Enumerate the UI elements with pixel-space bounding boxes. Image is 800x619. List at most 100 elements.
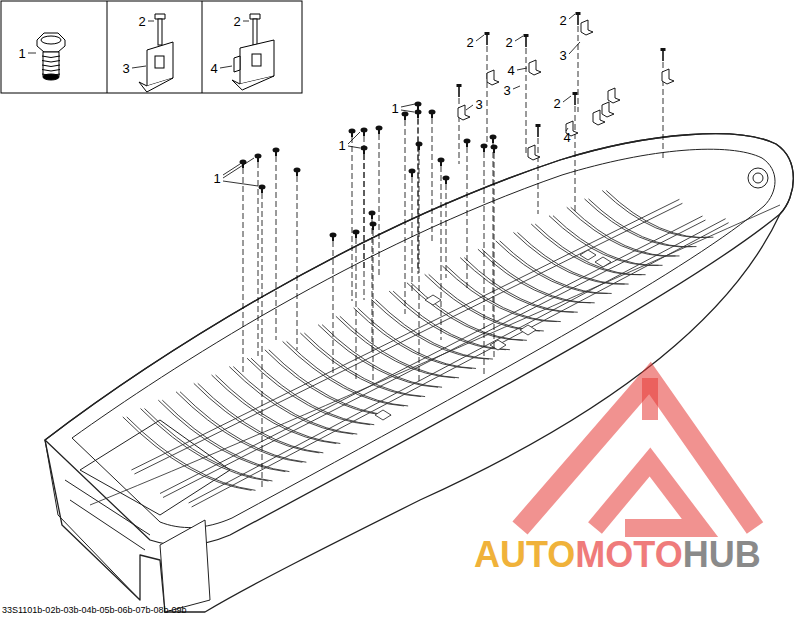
bolt-head	[576, 12, 581, 15]
screw-head	[361, 146, 368, 151]
dashed-leader	[405, 120, 406, 314]
screw-shank	[431, 114, 433, 118]
stern-deck	[80, 420, 230, 515]
mount-pad	[520, 325, 536, 335]
dashed-leader	[446, 184, 447, 278]
drawing-code: 33S1101b-02b-03b-04b-05b-06b-07b-08b-09b	[2, 606, 186, 615]
rib	[212, 375, 337, 443]
stringer	[160, 216, 703, 494]
callout-number: 1	[338, 139, 345, 152]
screw-head	[429, 110, 436, 115]
watermark-text: HUB	[683, 537, 761, 573]
screw-shank	[492, 139, 494, 143]
rib	[389, 291, 506, 350]
dashed-leader	[364, 154, 365, 268]
dashed-leader	[412, 177, 413, 291]
bracket-tab	[234, 56, 240, 72]
leader-line	[148, 21, 154, 22]
hull-rim	[45, 134, 793, 546]
bolt-shank	[537, 127, 539, 137]
callout-number: 2	[559, 14, 566, 27]
bracket	[139, 42, 173, 92]
screw-head	[443, 176, 450, 181]
leader-line	[401, 104, 415, 107]
screw-shank	[418, 146, 420, 150]
dashed-leader	[484, 152, 485, 376]
mounting-clip	[458, 105, 470, 120]
leader-line	[223, 181, 258, 186]
logo-inner	[642, 378, 658, 420]
screw-head	[481, 144, 488, 149]
rib	[358, 308, 476, 369]
dashed-leader	[467, 147, 468, 291]
screw-shank	[261, 189, 263, 193]
screw-shank	[378, 130, 380, 134]
dashed-leader	[575, 106, 576, 212]
plug-thread	[42, 61, 60, 63]
screw-head	[273, 148, 280, 153]
plug-head	[37, 33, 65, 52]
mounting-clip	[608, 88, 620, 103]
dashed-leader	[333, 241, 334, 375]
mounting-clip	[529, 60, 541, 75]
screw-shank	[296, 172, 298, 176]
plug-top	[41, 36, 61, 44]
screw-head	[415, 102, 422, 107]
bolt-shank	[458, 87, 460, 97]
leader-line	[515, 36, 523, 41]
dashed-leader	[526, 48, 527, 154]
bolt-head	[661, 48, 666, 51]
dashed-leader	[379, 134, 380, 278]
bow-eye	[748, 168, 768, 188]
rib	[127, 417, 256, 490]
mounting-clip	[487, 70, 499, 85]
bow-eye-inner	[753, 173, 763, 183]
screw-head	[259, 185, 266, 190]
screw-shank	[372, 226, 374, 230]
bolt-shank	[525, 37, 527, 47]
stern-step	[65, 480, 150, 550]
bolt-shank	[158, 19, 162, 45]
dashed-leader	[441, 166, 442, 340]
bolt-shank	[574, 95, 576, 105]
dashed-leader	[538, 138, 539, 214]
rib	[158, 400, 285, 471]
rib	[375, 300, 493, 360]
screw-head	[369, 211, 376, 216]
bolt-head	[457, 84, 462, 87]
dashed-leader	[418, 110, 419, 274]
dashed-leader	[487, 46, 488, 142]
screw-head	[416, 142, 423, 147]
leader-line	[517, 68, 527, 70]
screw-shank	[411, 173, 413, 177]
stern-edge	[45, 440, 140, 600]
screw-shank	[355, 234, 357, 238]
bolt-shank	[486, 35, 488, 45]
screw-head	[330, 233, 337, 238]
plug-thread	[42, 70, 60, 72]
leader-line	[223, 158, 254, 178]
screw-head	[370, 222, 377, 227]
callout-number: 2	[553, 97, 560, 110]
screw-head	[409, 169, 416, 174]
callout-number: 4	[507, 64, 514, 77]
leader-line	[476, 35, 484, 41]
screw-head	[349, 129, 356, 134]
inset-panel	[1, 1, 302, 93]
dashed-leader	[419, 150, 420, 384]
mounting-clip	[662, 69, 674, 84]
plug-end	[43, 74, 59, 80]
bracket-foot	[139, 78, 173, 92]
watermark-text: MOTO	[575, 537, 682, 573]
leader-line	[401, 110, 414, 112]
logo-inner	[595, 462, 700, 528]
screw-shank	[332, 237, 334, 241]
dashed-leader	[258, 162, 259, 356]
screw-shank	[351, 133, 353, 137]
dashed-leader	[352, 137, 353, 301]
screw-head	[490, 135, 497, 140]
leader-line	[563, 96, 571, 102]
mount-pad	[580, 250, 596, 260]
leader-line	[132, 66, 146, 68]
hull-ribs	[123, 191, 729, 507]
